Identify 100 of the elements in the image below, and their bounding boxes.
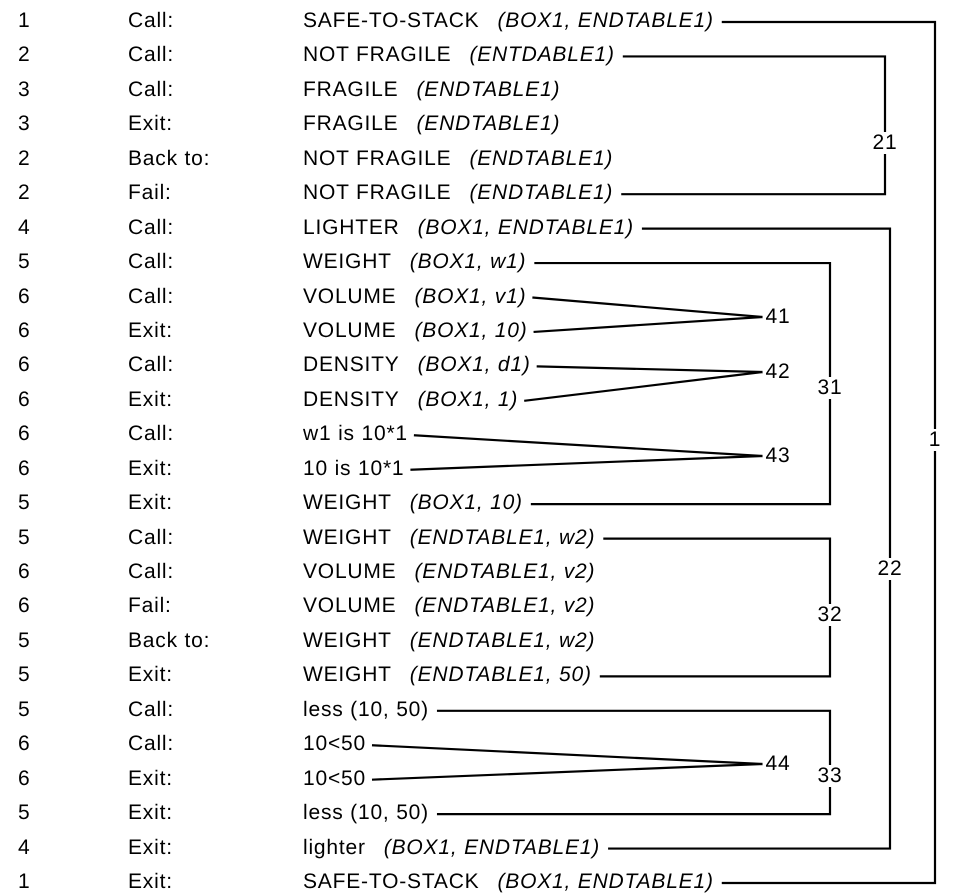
goal-text: w1 is 10*1 xyxy=(303,422,408,446)
predicate-name: NOT FRAGILE xyxy=(303,146,452,170)
connector-line xyxy=(410,454,763,471)
argument-list: (BOX1, w1) xyxy=(410,250,526,274)
argument-list: (BOX1, ENDTABLE1) xyxy=(384,836,600,859)
level-number: 2 xyxy=(18,146,30,171)
level-number: 5 xyxy=(18,628,30,653)
level-number: 2 xyxy=(18,181,30,206)
bracket-line xyxy=(608,579,892,850)
level-number: 6 xyxy=(18,388,30,412)
port-label: Call: xyxy=(128,78,174,102)
level-number: 5 xyxy=(18,526,30,550)
level-number: 6 xyxy=(18,594,30,618)
goal-number: 21 xyxy=(872,132,898,154)
port-label: Exit: xyxy=(128,766,173,791)
level-number: 6 xyxy=(18,732,30,756)
predicate-name: SAFE-TO-STACK xyxy=(303,870,480,893)
port-label: Fail: xyxy=(128,181,172,206)
argument-list: (ENDTABLE1) xyxy=(416,112,560,136)
port-label: Call: xyxy=(128,284,174,309)
port-label: Back to: xyxy=(128,146,210,171)
level-number: 5 xyxy=(18,491,30,516)
predicate-name: VOLUME xyxy=(303,284,396,308)
argument-list: (BOX1, v1) xyxy=(414,284,526,308)
predicate-name: LIGHTER xyxy=(303,216,400,239)
level-number: 3 xyxy=(18,112,30,136)
goal-number: 31 xyxy=(816,377,844,399)
goal-number: 22 xyxy=(876,558,904,580)
argument-list: (BOX1, ENDTABLE1) xyxy=(497,870,714,893)
level-number: 2 xyxy=(18,43,30,68)
argument-list: (BOX1, 1) xyxy=(418,388,518,411)
goal-text: 10<50 xyxy=(303,766,366,791)
argument-list: (ENDTABLE1) xyxy=(416,78,560,101)
level-number: 6 xyxy=(18,318,30,343)
bracket-line xyxy=(436,710,832,766)
bracket-line xyxy=(642,228,892,559)
bracket-line xyxy=(534,262,832,378)
goal-number: 32 xyxy=(816,604,844,626)
connector-line xyxy=(533,316,763,334)
port-label: Call: xyxy=(128,698,174,722)
port-label: Call: xyxy=(128,560,174,584)
argument-list: (ENDTABLE1, v2) xyxy=(414,594,596,618)
predicate-name: FRAGILE xyxy=(303,78,398,101)
argument-list: (ENDTABLE1, w2) xyxy=(410,628,596,652)
port-label: Exit: xyxy=(128,801,173,826)
goal-text: less (10, 50) xyxy=(303,801,429,826)
argument-list: (ENDTABLE1, v2) xyxy=(414,560,596,584)
goal-number: 33 xyxy=(816,765,844,787)
port-label: Fail: xyxy=(128,594,172,618)
level-number: 5 xyxy=(18,663,30,688)
argument-list: (BOX1, 10) xyxy=(414,318,528,342)
port-label: Exit: xyxy=(128,663,173,688)
port-label: Call: xyxy=(128,526,174,550)
connector-line xyxy=(532,296,763,318)
level-number: 5 xyxy=(18,801,30,826)
bracket-line xyxy=(621,153,886,196)
level-number: 4 xyxy=(18,216,30,240)
predicate-name: WEIGHT xyxy=(303,628,392,652)
level-number: 3 xyxy=(18,78,30,102)
predicate-name: DENSITY xyxy=(303,388,400,411)
level-number: 5 xyxy=(18,250,30,274)
level-number: 6 xyxy=(18,456,30,481)
goal-number: 1 xyxy=(928,429,942,451)
predicate-name: WEIGHT xyxy=(303,526,392,549)
predicate-name: WEIGHT xyxy=(303,250,392,274)
bracket-line xyxy=(436,786,832,816)
port-label: Exit: xyxy=(128,112,173,136)
port-label: Exit: xyxy=(128,836,173,860)
predicate-name: NOT FRAGILE xyxy=(303,181,452,204)
bracket-line xyxy=(530,398,832,506)
level-number: 6 xyxy=(18,353,30,378)
level-number: 5 xyxy=(18,698,30,722)
bracket-line xyxy=(622,55,886,133)
port-label: Exit: xyxy=(128,456,173,481)
goal-text: less (10, 50) xyxy=(303,698,429,722)
bracket-line xyxy=(722,450,936,884)
port-label: Call: xyxy=(128,732,174,756)
bracket-line xyxy=(600,625,832,678)
connector-line xyxy=(372,762,763,781)
level-number: 4 xyxy=(18,836,30,860)
port-label: Exit: xyxy=(128,491,173,516)
predicate-name: NOT FRAGILE xyxy=(303,43,452,66)
port-label: Exit: xyxy=(128,318,173,343)
port-label: Call: xyxy=(128,43,174,68)
level-number: 6 xyxy=(18,284,30,309)
level-number: 6 xyxy=(18,766,30,791)
argument-list: (ENDTABLE1, 50) xyxy=(410,663,592,686)
predicate-name: DENSITY xyxy=(303,353,400,376)
port-label: Call: xyxy=(128,353,174,378)
port-label: Call: xyxy=(128,250,174,274)
port-label: Back to: xyxy=(128,628,210,653)
level-number: 1 xyxy=(18,9,30,33)
bracket-line xyxy=(603,538,832,605)
port-label: Call: xyxy=(128,216,174,240)
predicate-name: lighter xyxy=(303,836,366,859)
argument-list: (BOX1, ENDTABLE1) xyxy=(418,216,634,239)
argument-list: (BOX1, d1) xyxy=(418,353,531,376)
level-number: 6 xyxy=(18,560,30,584)
argument-list: (ENDTABLE1) xyxy=(469,181,614,204)
predicate-name: VOLUME xyxy=(303,318,396,342)
